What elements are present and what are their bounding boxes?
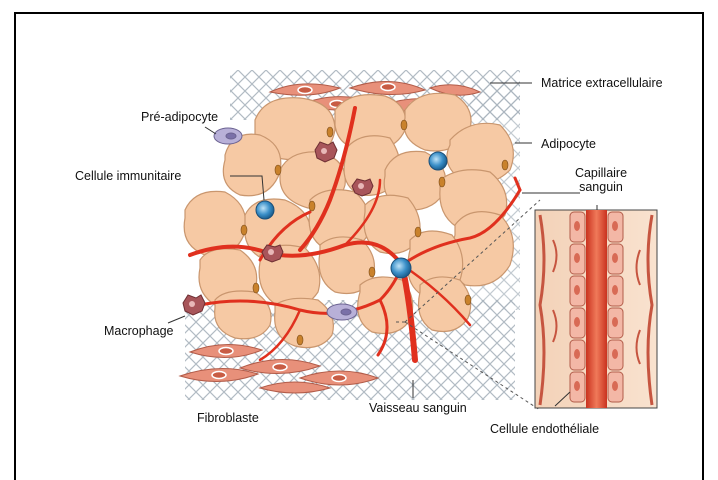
label-cellule-immunitaire: Cellule immunitaire [75, 169, 181, 183]
label-fibroblaste: Fibroblaste [197, 411, 259, 425]
label-capillaire-line1: Capillaire [566, 166, 636, 180]
label-capillaire: Capillaire sanguin [566, 166, 636, 194]
capillary-inset [535, 210, 657, 408]
label-capillaire-line2: sanguin [566, 180, 636, 194]
label-adipocyte: Adipocyte [541, 137, 596, 151]
label-cellule-endotheliale: Cellule endothéliale [490, 422, 599, 436]
label-macrophage: Macrophage [104, 324, 174, 338]
label-matrice-extracellulaire: Matrice extracellulaire [541, 76, 663, 90]
label-vaisseau-sanguin: Vaisseau sanguin [369, 401, 467, 415]
label-pre-adipocyte: Pré-adipocyte [141, 110, 218, 124]
